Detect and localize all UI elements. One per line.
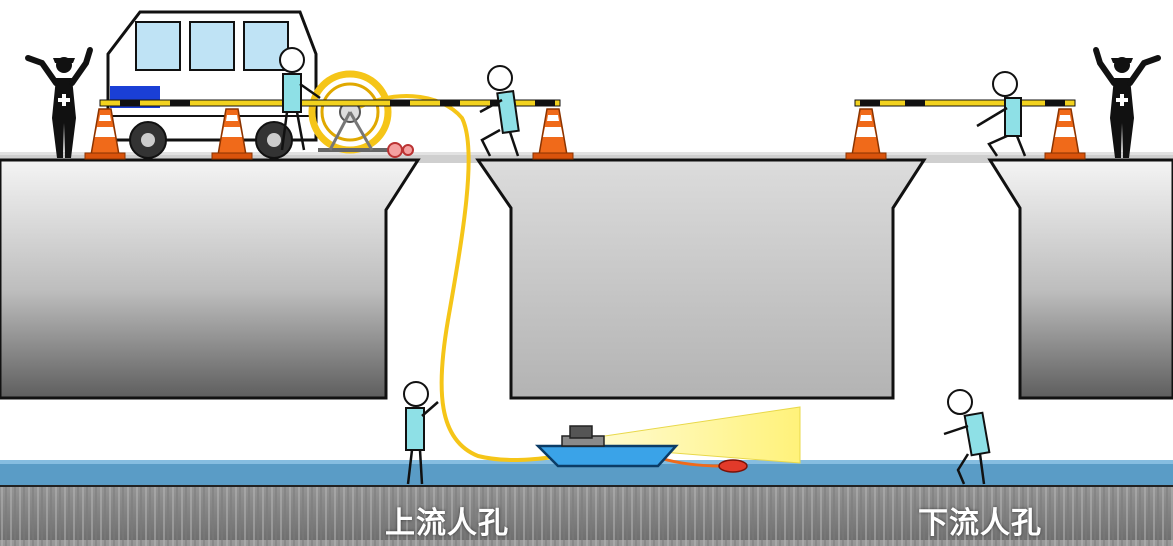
- traffic-cone-icon: [845, 108, 887, 160]
- ground-surface: [0, 153, 1173, 163]
- left-wall-block: [0, 158, 421, 400]
- traffic-guard-icon: [28, 50, 90, 158]
- cable-reel-icon: [308, 70, 414, 158]
- worker-icon: [976, 71, 1027, 157]
- worker-icon: [943, 389, 991, 485]
- camera-boat-icon: [534, 425, 748, 473]
- upstream-manhole-label: 上流人孔: [385, 506, 509, 541]
- worker-icon: [279, 47, 321, 151]
- traffic-guard-icon: [1096, 50, 1158, 158]
- traffic-cone-icon: [532, 108, 574, 160]
- worker-icon: [479, 65, 520, 157]
- sewer-floor: [0, 486, 1173, 546]
- barrier-bar-right: [854, 99, 1076, 107]
- right-wall-block: [987, 158, 1173, 400]
- worker-icon: [403, 381, 439, 485]
- middle-wall-block: [475, 158, 927, 400]
- traffic-cone-icon: [1044, 108, 1086, 160]
- downstream-manhole-label: 下流人孔: [918, 506, 1042, 541]
